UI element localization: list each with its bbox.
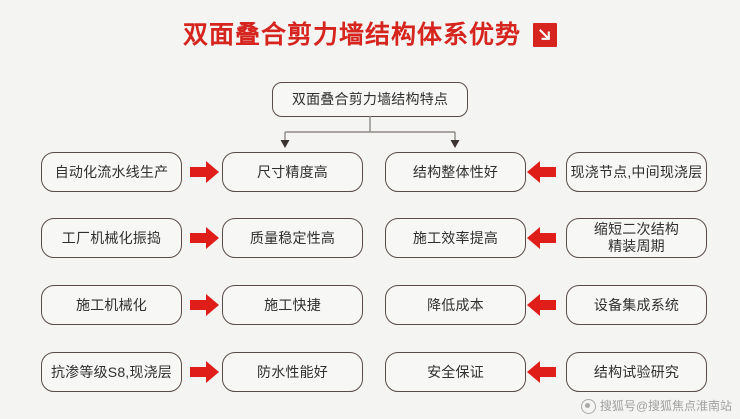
row-3-left-cause: 施工机械化 [41,285,182,325]
arrow-left-icon [526,158,556,186]
row-2-left-cause: 工厂机械化振捣 [41,218,182,258]
row-1-left-cause: 自动化流水线生产 [41,152,182,192]
arrow-left-icon [526,358,556,386]
watermark-text: 搜狐号@搜狐焦点淮南站 [599,399,732,413]
arrow-down-right-icon [533,23,557,47]
row-4-right-effect: 安全保证 [385,352,526,392]
row-1-left-effect: 尺寸精度高 [222,152,363,192]
row-2-left-effect: 质量稳定性高 [222,218,363,258]
row-3-right-cause: 设备集成系统 [566,285,707,325]
row-2-right-effect: 施工效率提高 [385,218,526,258]
row-4-left-cause: 抗渗等级S8,现浇层 [41,352,182,392]
row-2-right-cause: 缩短二次结构 精装周期 [566,218,707,258]
page-title-text: 双面叠合剪力墙结构体系优势 [182,21,521,49]
root-connector [270,116,470,156]
arrow-right-icon [190,158,220,186]
watermark: 搜狐号@搜狐焦点淮南站 [580,399,732,414]
arrow-left-icon [526,291,556,319]
row-1-right-cause: 现浇节点,中间现浇层 [566,152,707,192]
row-4-right-cause: 结构试验研究 [566,352,707,392]
row-3-right-effect: 降低成本 [385,285,526,325]
row-4-left-effect: 防水性能好 [222,352,363,392]
row-3-left-effect: 施工快捷 [222,285,363,325]
arrow-right-icon [190,224,220,252]
arrow-left-icon [526,224,556,252]
page-title: 双面叠合剪力墙结构体系优势 [0,20,740,50]
row-1-right-effect: 结构整体性好 [385,152,526,192]
root-node: 双面叠合剪力墙结构特点 [272,82,468,117]
arrow-right-icon [190,358,220,386]
arrow-right-icon [190,291,220,319]
sohu-logo-icon [580,399,596,414]
